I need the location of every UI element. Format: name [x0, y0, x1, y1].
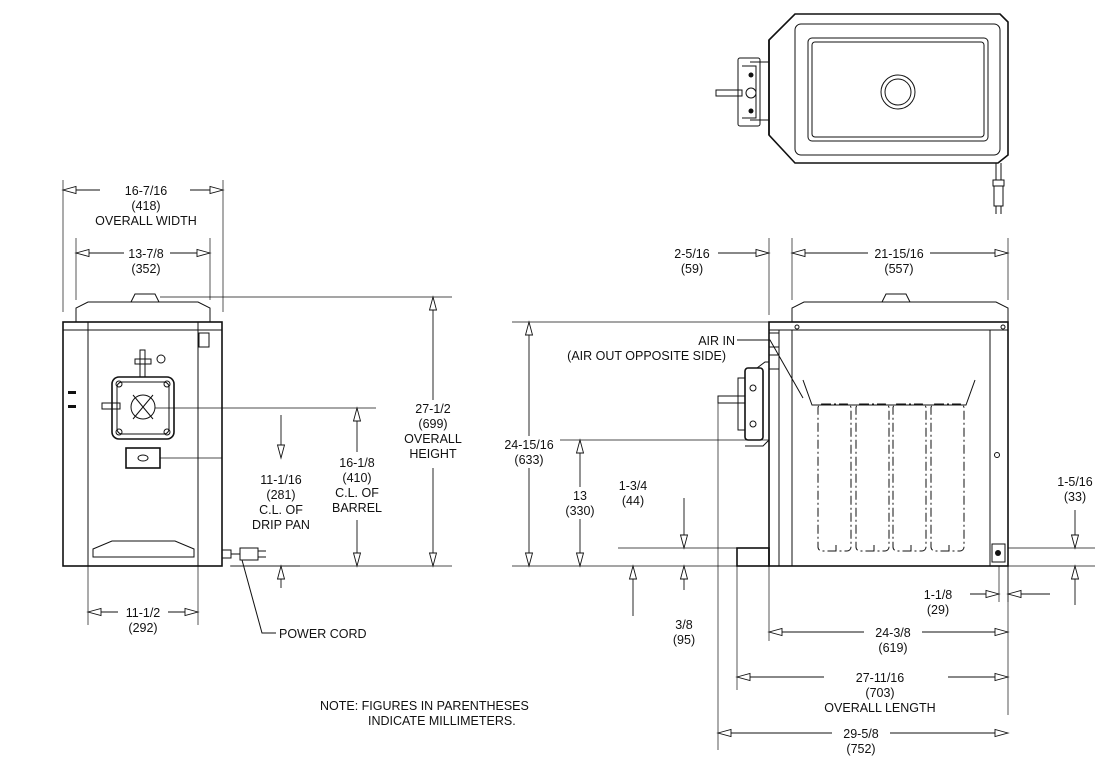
note-line-2: INDICATE MILLIMETERS.: [368, 714, 516, 728]
drip-pan-cl-caption-1: C.L. OF: [259, 503, 303, 517]
overall-height-caption-2: HEIGHT: [409, 447, 457, 461]
barrel-cl-label: 16-1/8: [339, 456, 374, 470]
front-labels: 16-7/16 (418) OVERALL WIDTH 13-7/8 (352)…: [95, 180, 466, 641]
offset-top-label: 2-5/16: [674, 247, 709, 261]
barrel-cl-caption-1: C.L. OF: [335, 486, 379, 500]
drip-tray-height-mm: (44): [622, 494, 644, 508]
right-offset-label: 1-5/16: [1057, 475, 1092, 489]
cabinet-depth-label: 21-15/16: [874, 247, 923, 261]
right-offset-mm: (33): [1064, 490, 1086, 504]
spout-height-label: 13: [573, 489, 587, 503]
note-block: NOTE: FIGURES IN PARENTHESES INDICATE MI…: [320, 699, 529, 728]
front-dimensions: [62, 180, 452, 634]
drip-pan-cl-label: 11-1/16: [260, 473, 302, 487]
height-label: 24-15/16: [504, 438, 553, 452]
body-length-mm: (619): [878, 641, 907, 655]
overall-height-mm: (699): [418, 417, 447, 431]
foot-inset-label: 1-1/8: [924, 588, 953, 602]
foot-height-mm: (95): [673, 633, 695, 647]
overall-length-label: 27-11/16: [856, 671, 904, 685]
barrel-cl-mm: (410): [342, 471, 371, 485]
drip-pan-cl-caption-2: DRIP PAN: [252, 518, 310, 532]
body-length-label: 24-3/8: [875, 626, 910, 640]
base-width-mm: (292): [128, 621, 157, 635]
air-out-note: (AIR OUT OPPOSITE SIDE): [567, 349, 726, 363]
inner-width-mm: (352): [131, 262, 160, 276]
side-view: [717, 293, 1009, 567]
cabinet-depth-mm: (557): [884, 262, 913, 276]
drip-tray-height-label: 1-3/4: [619, 479, 648, 493]
side-dimensions: [512, 238, 1095, 750]
overall-width-label: 16-7/16: [125, 184, 167, 198]
foot-inset-mm: (29): [927, 603, 949, 617]
side-labels: 2-5/16 (59) 21-15/16 (557) AIR IN (AIR O…: [500, 244, 1093, 756]
overall-width-caption: OVERALL WIDTH: [95, 214, 197, 228]
foot-height-label: 3/8: [675, 618, 692, 632]
note-line-1: NOTE: FIGURES IN PARENTHESES: [320, 699, 529, 713]
inner-width-label: 13-7/8: [128, 247, 163, 261]
barrel-cl-caption-2: BARREL: [332, 501, 382, 515]
top-view: [715, 13, 1009, 214]
overall-width-mm: (418): [131, 199, 160, 213]
total-length-mm: (752): [846, 742, 875, 756]
drip-pan-cl-mm: (281): [266, 488, 295, 502]
base-width-label: 11-1/2: [126, 606, 161, 620]
overall-height-label: 27-1/2: [415, 402, 450, 416]
overall-length-mm: (703): [865, 686, 894, 700]
overall-length-caption: OVERALL LENGTH: [824, 701, 935, 715]
height-mm: (633): [514, 453, 543, 467]
air-in-label: AIR IN: [698, 334, 735, 348]
overall-height-caption-1: OVERALL: [404, 432, 462, 446]
power-cord-label: POWER CORD: [279, 627, 367, 641]
offset-top-mm: (59): [681, 262, 703, 276]
total-length-label: 29-5/8: [843, 727, 878, 741]
front-view: [62, 293, 266, 567]
spout-height-mm: (330): [565, 504, 594, 518]
